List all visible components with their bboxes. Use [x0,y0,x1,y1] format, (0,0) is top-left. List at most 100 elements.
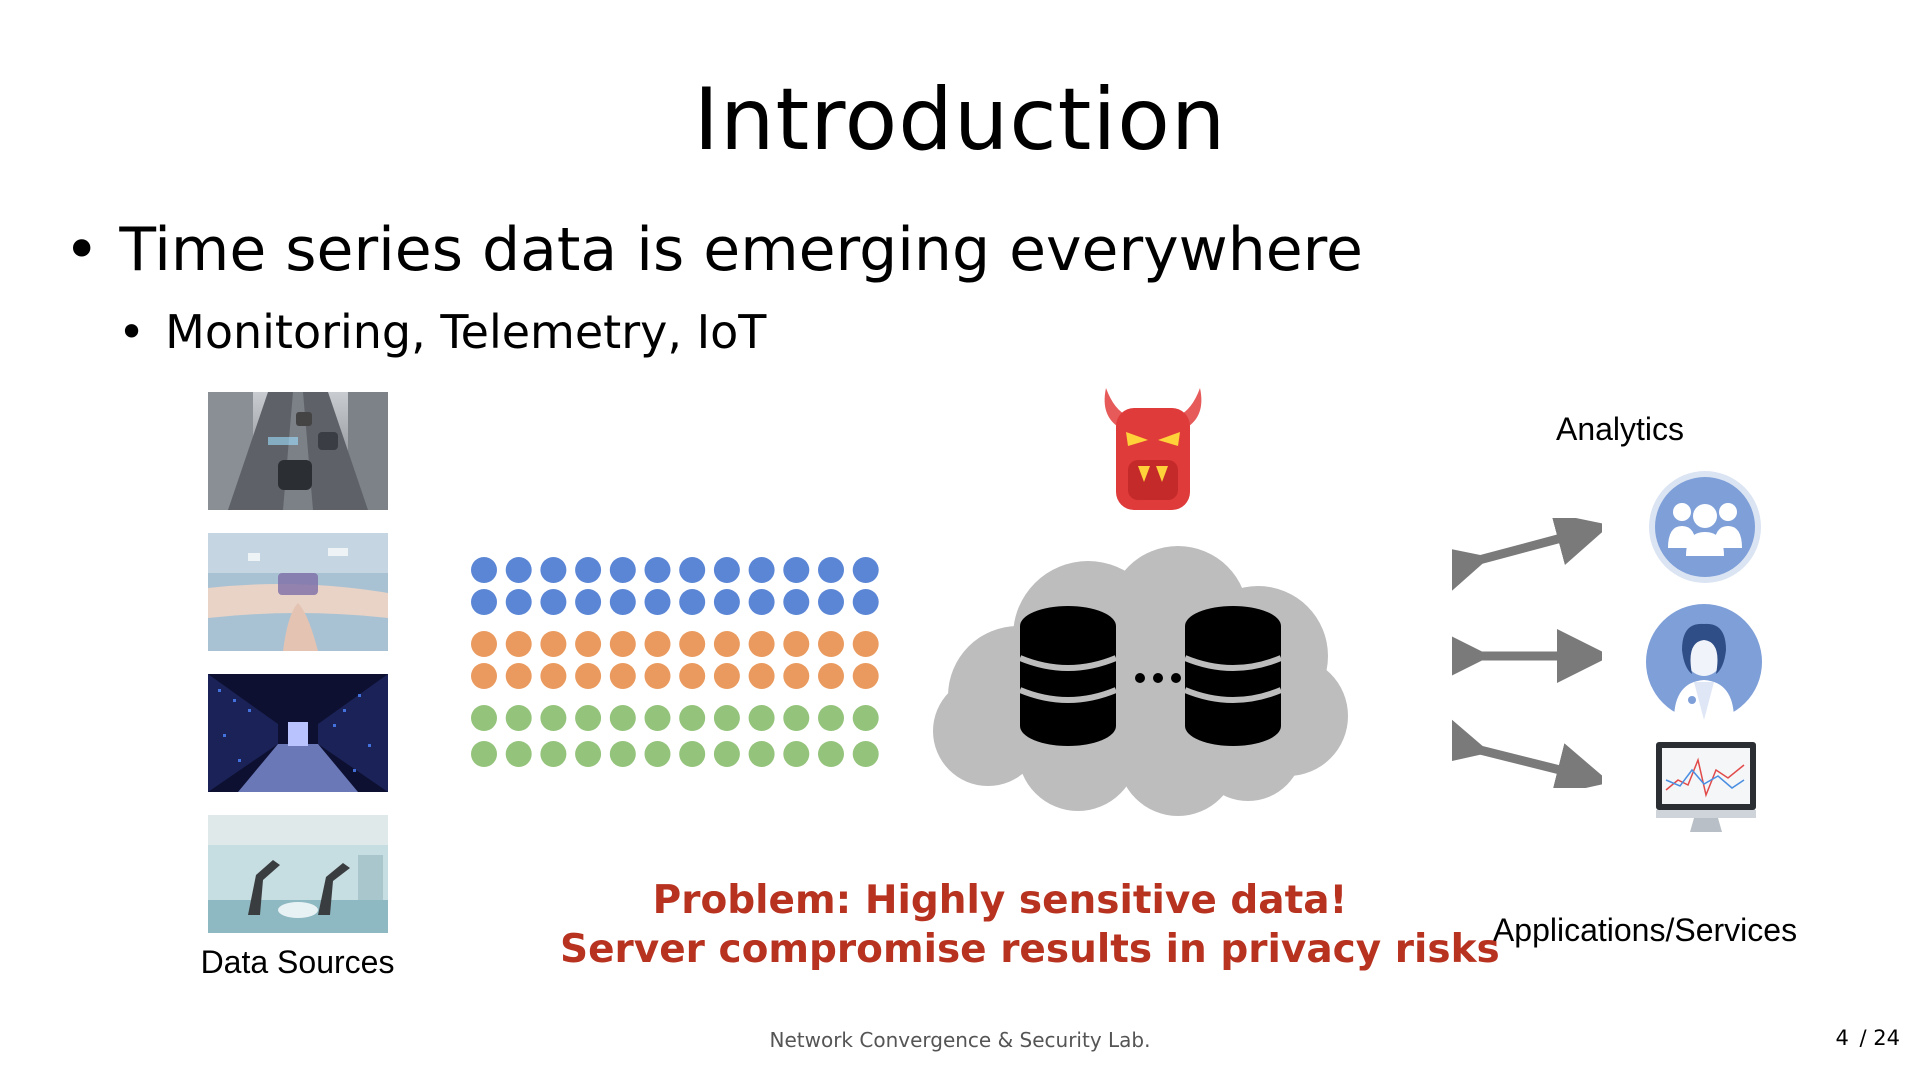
data-point [852,663,879,689]
data-point [748,557,775,583]
footer-lab-name: Network Convergence & Security Lab. [769,1028,1151,1052]
data-point [609,705,636,731]
data-point [540,705,567,731]
data-point [679,631,706,657]
data-point [471,705,497,731]
data-point [818,705,844,731]
data-point [575,589,602,615]
problem-line-1: Problem: Highly sensitive data! [652,878,1348,923]
monitor-chart-icon [1656,742,1756,832]
arrow-analytics [1452,518,1602,598]
autonomous-driving-image [208,392,388,510]
data-point [609,741,636,767]
data-point [713,631,740,657]
data-point [818,557,844,583]
slide-title: Introduction [693,70,1227,170]
data-point [852,741,879,767]
data-point [713,589,740,615]
data-point [679,589,706,615]
data-point [679,557,706,583]
data-point [644,741,671,767]
data-point [644,557,671,583]
data-point [748,663,775,689]
data-point [505,589,532,615]
analytics-label: Analytics [1555,411,1685,447]
data-point [852,589,879,615]
data-point [748,589,775,615]
bullet-main-text: Time series data is emerging everywhere [119,215,1363,285]
data-point [783,741,810,767]
data-point [505,741,532,767]
bullet-main: • Time series data is emerging everywhere [64,212,1363,288]
data-point [679,705,706,731]
user-group-icon [1649,471,1761,583]
wearable-watch-image [208,533,388,651]
bullet-dot-icon: • [118,305,146,359]
data-point [540,589,567,615]
data-points-grid [471,557,879,767]
data-point [505,557,532,583]
data-point [679,741,706,767]
data-point [609,663,636,689]
data-point [644,705,671,731]
cloud-database-icon [933,546,1348,816]
data-center-image [208,674,388,792]
data-point [644,589,671,615]
data-point [644,663,671,689]
data-point [783,557,810,583]
data-point [713,705,740,731]
bullet-dot-icon: • [64,215,100,285]
data-point [818,663,844,689]
data-point [818,631,844,657]
data-point [505,663,532,689]
devil-icon [1104,388,1202,510]
data-point [852,557,879,583]
data-point [818,741,844,767]
data-point [644,631,671,657]
data-point [471,589,497,615]
data-sources-label: Data Sources [200,944,395,980]
data-point [471,741,497,767]
database-icon [1018,606,1118,746]
data-point [748,741,775,767]
data-point [540,631,567,657]
database-icon [1183,606,1283,746]
data-point [713,741,740,767]
data-point [748,631,775,657]
page-total: / 24 [1859,1026,1900,1050]
data-point [783,589,810,615]
data-point [609,631,636,657]
problem-statement: Problem: Highly sensitive data! Server c… [560,876,1500,974]
data-point [471,557,497,583]
data-point [852,631,879,657]
data-point [713,663,740,689]
data-point [471,631,497,657]
data-point [818,589,844,615]
data-point [748,705,775,731]
data-point [540,741,567,767]
data-point [783,663,810,689]
data-point [575,631,602,657]
arrow-monitor [1452,713,1602,788]
data-point [679,663,706,689]
data-point [609,589,636,615]
data-point [713,557,740,583]
data-point [575,705,602,731]
bullet-sub: •Monitoring, Telemetry, IoT [118,302,766,362]
data-point [783,705,810,731]
problem-line-2: Server compromise results in privacy ris… [560,927,1500,972]
data-point [852,705,879,731]
data-point [540,663,567,689]
page-current: 4 [1835,1026,1849,1050]
bidirectional-arrows [1452,518,1602,788]
data-point [540,557,567,583]
data-point [575,557,602,583]
data-point [505,705,532,731]
applications-label: Applications/Services [1492,912,1798,948]
page-number: 4 / 24 [1800,1026,1900,1050]
data-point [575,663,602,689]
data-point [471,663,497,689]
data-point [505,631,532,657]
data-point [783,631,810,657]
data-point [575,741,602,767]
